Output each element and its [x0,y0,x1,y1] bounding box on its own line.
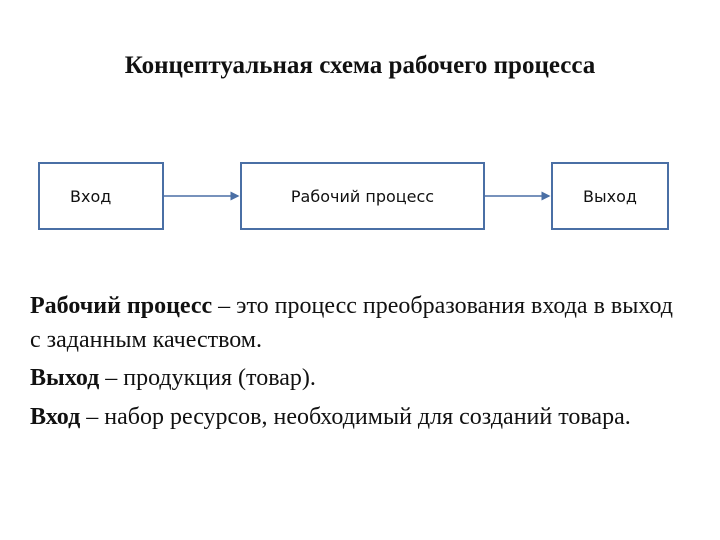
output-box: Выход [551,162,669,230]
definitions: Рабочий процесс – это процесс преобразов… [30,290,685,439]
definition-term: Вход [30,403,81,430]
input-box-label: Вход [70,186,112,206]
definition-text: – продукция (товар). [99,365,316,392]
definition-output: Выход – продукция (товар). [30,362,685,396]
input-box: Вход [38,162,164,230]
definition-term: Выход [30,365,100,392]
definition-text: – набор ресурсов, необходимый для создан… [80,403,631,430]
process-box: Рабочий процесс [240,162,485,230]
diagram-title: Концептуальная схема рабочего процесса [124,52,596,79]
definition-text: – это процесс преобразования входа в вых… [30,293,673,353]
definition-input: Вход – набор ресурсов, необходимый для с… [30,401,685,435]
definition-term: Рабочий процесс [30,293,213,319]
output-box-label: Выход [583,186,637,206]
process-box-label: Рабочий процесс [290,186,435,206]
definition-process: Рабочий процесс – это процесс преобразов… [30,290,685,357]
